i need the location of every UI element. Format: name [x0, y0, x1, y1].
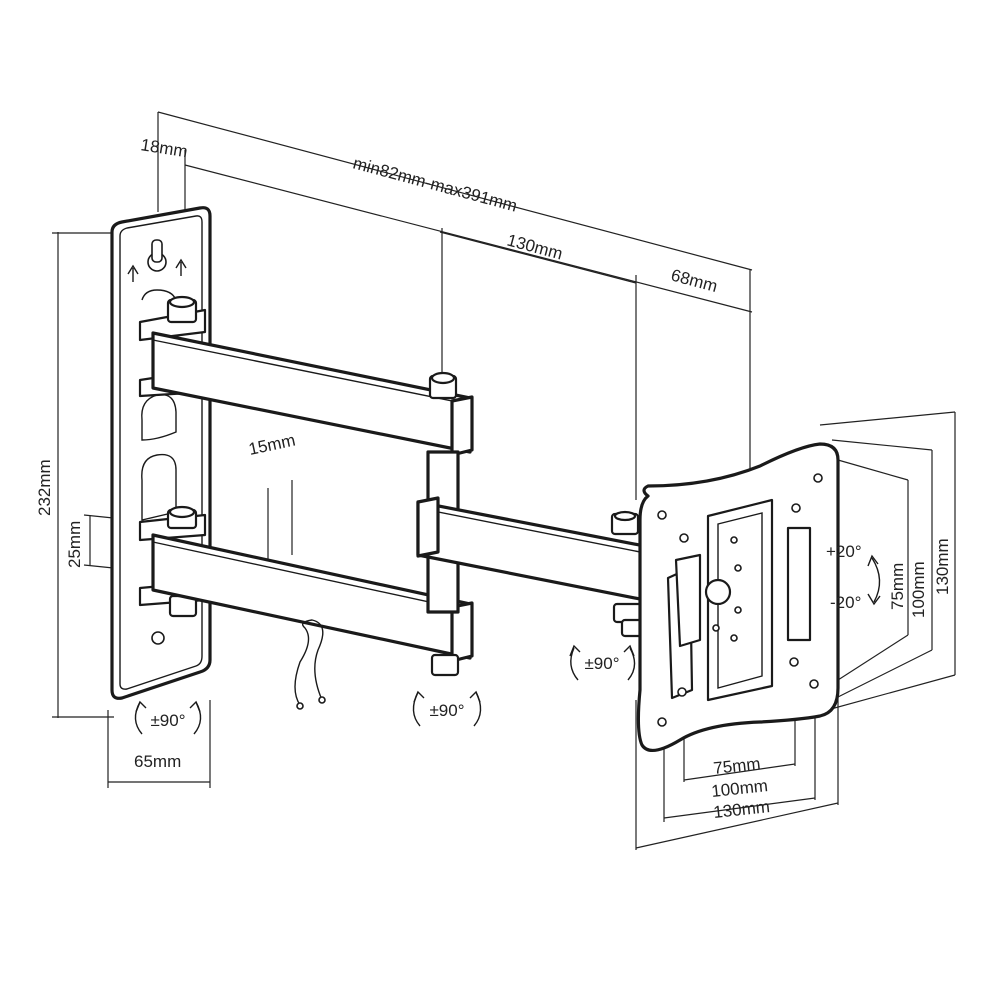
dim-vesa-plate-depth: 68mm	[669, 266, 720, 297]
dim-vesa-height-medium: 100mm	[909, 561, 928, 618]
wall-plate	[110, 206, 212, 700]
cable-clip-icon	[294, 619, 326, 710]
rotation-label: ±90°	[584, 654, 619, 673]
dim-extension-range: min82mm-max391mm	[351, 154, 519, 216]
rear-arm-lower	[138, 505, 474, 677]
rotation-badge-arm: ±90°	[412, 690, 482, 727]
arrow-up-icon	[127, 264, 139, 282]
dim-arm-segment: 130mm	[505, 231, 565, 264]
rotation-badge-head: ±90°	[569, 644, 636, 681]
dim-vesa-width-small: 75mm	[712, 754, 761, 778]
dim-vesa-width-large: 130mm	[712, 797, 770, 822]
rotation-badge-wall: ±90°	[134, 700, 202, 735]
dim-wall-plate-depth: 18mm	[139, 135, 189, 161]
rotation-label: ±90°	[150, 711, 185, 730]
tilt-down-label: -20°	[830, 593, 861, 612]
dimension-labels: 18mm min82mm-max391mm 130mm 68mm 15mm 25…	[35, 135, 952, 822]
dim-vesa-height-large: 130mm	[933, 538, 952, 595]
tilt-up-label: +20°	[826, 542, 862, 561]
dim-plate-width: 65mm	[134, 752, 181, 771]
dim-plate-height: 232mm	[35, 459, 54, 516]
tilt-indicator: +20° -20°	[826, 542, 881, 612]
dim-vesa-height-small: 75mm	[888, 563, 907, 610]
arrow-up-icon	[175, 258, 187, 276]
vesa-plate	[636, 442, 840, 752]
rotation-label: ±90°	[429, 701, 464, 720]
dim-arm-offset: 25mm	[65, 521, 84, 568]
dim-arm-gap: 15mm	[247, 431, 297, 459]
rear-arm-upper	[138, 295, 474, 457]
keyhole-icon	[147, 239, 167, 272]
